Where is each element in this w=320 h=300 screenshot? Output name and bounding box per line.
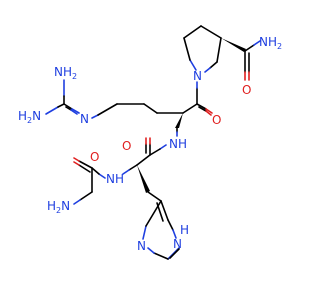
bond-his-alpha-nh: [128, 164, 138, 171]
atom-gly-carbonyl-o: O: [90, 150, 99, 164]
bond-gly-carbonyl-c: [91, 167, 100, 175]
bond-pro-c1-c2: [183, 37, 191, 61]
bond-pro-amide-n: [253, 40, 261, 46]
atom-gly-nh2: H2N: [47, 199, 70, 215]
bond-guan-c-left: [57, 103, 65, 108]
atom-imidazole-n: N: [137, 239, 146, 253]
bond-gly-carbonyl-o-1: [78, 160, 93, 169]
bond-gly-ch2-n-b: [73, 199, 81, 205]
bond-guan-c-right: [63, 103, 73, 110]
bond-pro-n-c1: [189, 59, 197, 71]
bond-pro-amide-c-n: [244, 44, 255, 52]
atom-arg-nh: NH: [169, 137, 187, 151]
bond-pro-c3-c4: [200, 25, 222, 39]
atom-proline-amide-o: O: [242, 83, 251, 97]
bond-arg-carbonyl-o-3: [198, 106, 207, 112]
bond-guan-double-2: [70, 109, 78, 115]
bond-pro-c5-n: [209, 61, 218, 69]
atom-proline-amide-nh2: NH2: [259, 35, 282, 51]
bond-pro-c5-n-b: [204, 67, 211, 73]
bond-im-n1-c4-b: [145, 200, 162, 227]
atom-proline-n: N: [193, 69, 202, 83]
bond-im-c2-n1-b: [147, 247, 155, 254]
bond-gly-carbonyl-o-3: [78, 164, 91, 173]
bond-his-alpha: [136, 154, 151, 166]
atom-labels: NH2 H2N N N NH2 O O NH O O NH H2N N H N: [18, 35, 282, 253]
atom-his-nh: NH: [106, 172, 124, 186]
bond-his-alpha-nh-b: [122, 169, 130, 175]
bond-guan-double-1: [65, 106, 72, 111]
peptide-structure-diagram: NH2 H2N N N NH2 O O NH O O NH H2N N H N: [18, 25, 282, 260]
bond-gly-ch2-n: [79, 191, 93, 201]
bond-his-nh-gly: [98, 173, 106, 179]
bond-im-c5-n: [167, 219, 174, 231]
bond-arg-nh-c: [159, 144, 167, 150]
bond-gly-carbonyl-o-4: [73, 161, 80, 166]
bond-guan-n-ch2: [91, 114, 99, 119]
bond-arg-chain-1: [97, 103, 118, 116]
bond-im-n1-c4: [142, 225, 147, 240]
bond-pro-wedge: [221, 38, 246, 52]
atom-guan-left-nh2: H2N: [18, 109, 41, 125]
bonds: [45, 25, 261, 260]
atom-his-carbonyl-o: O: [122, 139, 131, 153]
bond-pro-c4-c5: [216, 37, 222, 63]
bond-arg-carbonyl-o-1: [196, 103, 207, 110]
bond-his-ch2-ring: [147, 191, 162, 202]
bond-guan-nh2-left: [45, 106, 59, 115]
bond-his-wedge: [137, 165, 150, 193]
bond-arg-carbonyl-o-4: [205, 110, 212, 116]
bond-im-c4-c5: [160, 200, 169, 221]
bond-pro-c2-c3: [183, 25, 202, 39]
atom-imidazole-h: H: [180, 223, 189, 237]
bond-arg-wedge: [175, 113, 183, 128]
atom-guan-top-nh2: NH2: [54, 65, 77, 81]
atom-arg-carbonyl-o: O: [212, 113, 221, 127]
bond-gly-carbonyl-o-2: [73, 157, 80, 162]
atom-guan-n: N: [80, 112, 89, 126]
bond-arg-carbonyl-o-2: [205, 108, 213, 114]
bond-im-double-n: [169, 248, 180, 259]
bond-im-c5-n-b: [172, 229, 177, 239]
bond-arg-alpha-carbonyl: [182, 103, 198, 114]
atom-imidazole-nh: N: [173, 237, 182, 251]
bond-arg-chain-3: [143, 103, 158, 114]
bond-his-carbonyl-c: [149, 148, 161, 156]
bond-guan-n-right: [71, 108, 80, 114]
bond-im-c2-n1: [153, 252, 169, 260]
